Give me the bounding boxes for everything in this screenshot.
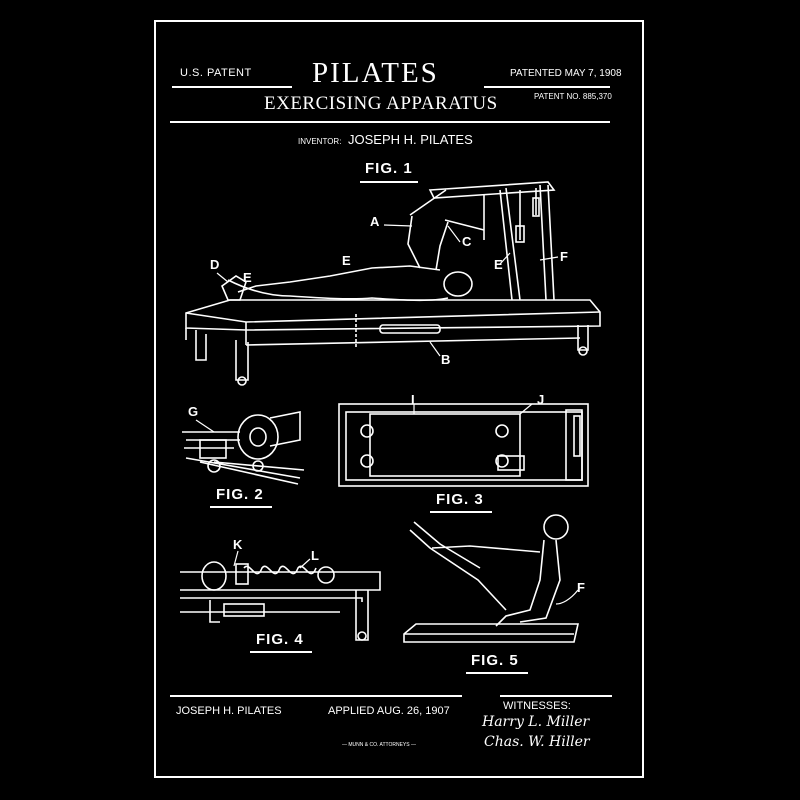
label-c: C [462, 234, 472, 249]
label-g: G [188, 404, 199, 419]
fig1-underline [360, 181, 418, 183]
footer-right-rule [500, 695, 612, 697]
fig4-caption: FIG. 4 [256, 631, 304, 648]
label-e-body: E [342, 253, 351, 268]
label-e-frame: E [494, 257, 503, 272]
fig3-caption: FIG. 3 [436, 491, 484, 508]
page-title: PILATES [312, 57, 439, 89]
fig1-reformer-illustration [185, 181, 601, 386]
fig3-underline [430, 511, 492, 513]
label-f-fig1: F [560, 249, 568, 264]
fig2-caption: FIG. 2 [216, 486, 264, 503]
label-d: D [210, 257, 220, 272]
footer-applied: APPLIED AUG. 26, 1907 [328, 705, 450, 717]
footer-inventor: JOSEPH H. PILATES [176, 705, 282, 717]
witness-signature-1: Harry L. Miller [482, 714, 590, 730]
fig4-underline [250, 651, 312, 653]
witness-signature-2: Chas. W. Hiller [484, 734, 590, 750]
label-e-leg: E [243, 270, 252, 285]
poster-frame [154, 20, 644, 778]
label-l: L [311, 548, 319, 563]
fig5-exercise-illustration [403, 514, 579, 643]
fig2-underline [210, 506, 272, 508]
label-a: A [370, 214, 380, 229]
fig4-spring-illustration [180, 561, 381, 641]
fig3-carriage-top-illustration [338, 403, 589, 487]
inventor-label: INVENTOR: [298, 137, 342, 146]
patent-number: PATENT NO. 885,370 [534, 92, 612, 101]
patented-date: PATENTED MAY 7, 1908 [510, 68, 622, 79]
header-right-rule [484, 86, 610, 88]
footer-attorneys: — MUNN & CO. ATTORNEYS — [342, 742, 416, 748]
label-j: J [537, 392, 545, 407]
witnesses-label: WITNESSES: [503, 700, 571, 712]
fig1-caption: FIG. 1 [365, 160, 413, 177]
inventor-name: JOSEPH H. PILATES [348, 132, 473, 147]
page-subtitle: EXERCISING APPARATUS [264, 93, 498, 114]
footer-left-rule [170, 695, 462, 697]
fig5-underline [466, 672, 528, 674]
label-f-fig5: F [577, 580, 585, 595]
label-b: B [441, 352, 451, 367]
us-patent-label: U.S. PATENT [180, 67, 252, 79]
label-k: K [233, 537, 243, 552]
header-left-rule [172, 86, 292, 88]
label-i: I [411, 392, 415, 407]
fig5-caption: FIG. 5 [471, 652, 519, 669]
header-bottom-rule [170, 121, 610, 123]
fig2-mechanism-illustration [182, 411, 305, 485]
label-leaders [195, 224, 579, 605]
